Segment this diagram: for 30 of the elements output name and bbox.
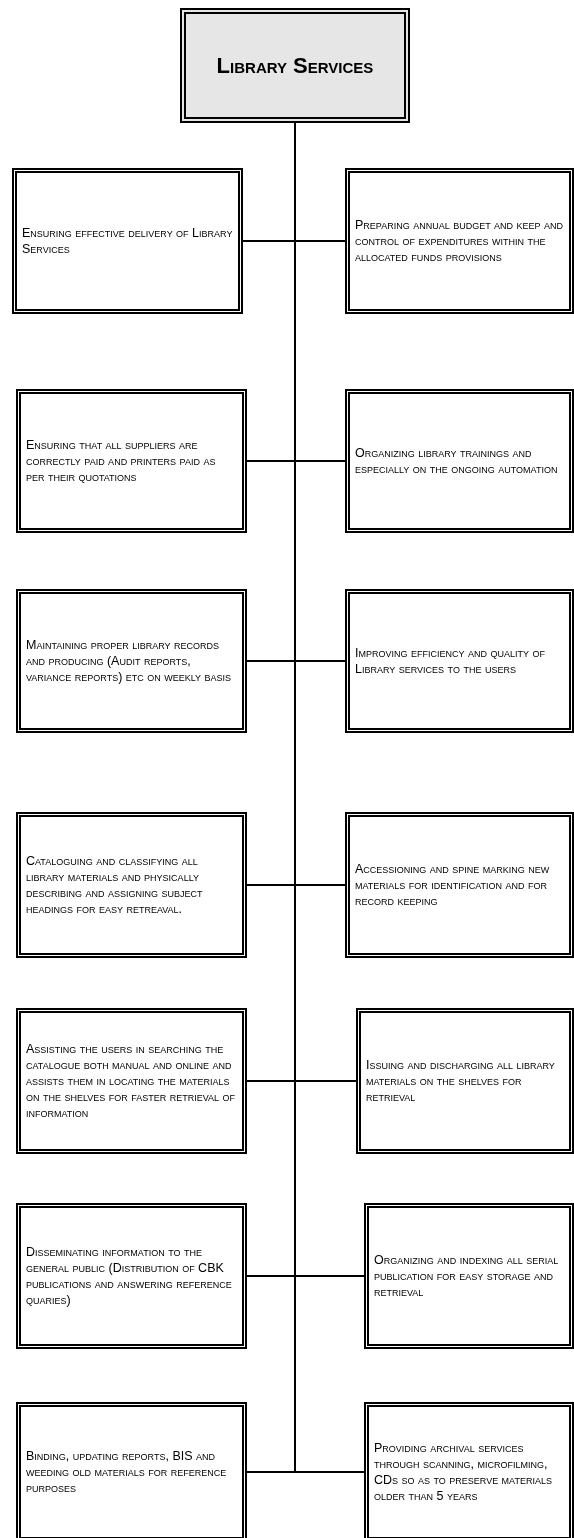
task-text: Maintaining proper library records and producing (Audit reports, variance reports) etc on weekly basis [26,637,233,685]
task-box [12,168,243,314]
task-box [345,389,574,533]
root-box [180,8,410,123]
task-text: Organizing and indexing all serial publication for easy storage and retrieval [374,1252,560,1300]
task-text: Ensuring effective delivery of Library Services [22,225,233,257]
task-box [16,1203,247,1349]
task-text: Issuing and discharging all library materials on the shelves for retrieval [366,1057,556,1105]
task-text: Preparing annual budget and keep and control of expenditures within the allocated funds provisions [355,217,564,265]
task-text: Ensuring that all suppliers are correctly paid and printers paid as per their quotations [26,437,217,485]
task-text: Disseminating information to the general public (Distribution of CBK publications and answering reference quaries) [26,1244,233,1308]
task-text: Organizing library trainings and especially on the ongoing automation [355,445,559,477]
task-box [345,812,574,958]
task-box [345,168,574,314]
task-box [16,1402,247,1538]
task-box [364,1203,574,1349]
task-box [16,812,247,958]
task-text: Improving efficiency and quality of Library services to the users [355,645,546,677]
task-box [364,1402,574,1538]
task-text: Providing archival services through scanning, microfilming, CDs so as to preserve materials older than 5 years [374,1440,553,1504]
task-text: Assisting the users in searching the catalogue both manual and online and assists them in locating the materials on the shelves for faster retrieval of information [26,1041,237,1121]
task-box [16,1008,247,1154]
task-text: Accessioning and spine marking new materials for identification and for record keeping [355,861,551,909]
task-box [16,389,247,533]
task-box [345,589,574,733]
task-box [16,589,247,733]
task-box [356,1008,574,1154]
title-text: Library Services [216,52,374,80]
task-text: Binding, updating reports, BIS and weeding old materials for reference purposes [26,1448,228,1496]
task-text: Cataloguing and classifying all library materials and physically describing and assigning subject headings for easy retreaval. [26,853,204,917]
